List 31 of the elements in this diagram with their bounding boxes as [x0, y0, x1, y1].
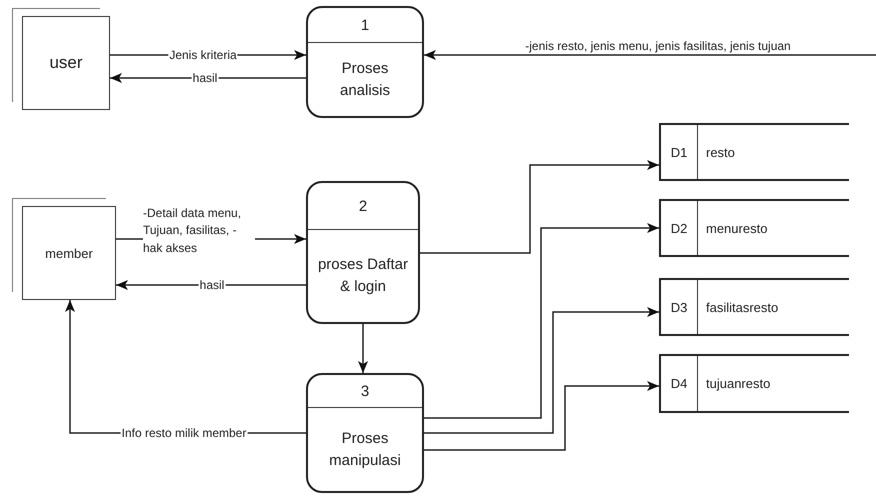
process-label: Proses analisis [338, 58, 392, 100]
store-id: D4 [661, 356, 698, 411]
store-label: tujuanresto [705, 376, 770, 391]
data-store [659, 199, 849, 257]
entity-label: user [48, 52, 84, 74]
process-label: proses Daftar & login [316, 255, 410, 297]
arrow [424, 223, 659, 419]
arrow [424, 381, 659, 451]
arrow [420, 160, 659, 254]
data-store [659, 278, 849, 336]
external-entity-box [12, 198, 116, 300]
arrow [424, 50, 876, 60]
store-label: fasilitasresto [705, 300, 778, 314]
arrow [424, 307, 659, 434]
store-id: D2 [661, 201, 698, 255]
store-label: resto [705, 144, 735, 160]
data-store [659, 354, 849, 413]
process-box [306, 373, 424, 493]
process-label: Proses manipulasi [328, 428, 402, 470]
store-id: D3 [661, 280, 698, 334]
data-store [659, 123, 849, 181]
process-box [306, 6, 424, 118]
process-number: 2 [308, 183, 418, 230]
store-id: D1 [661, 125, 698, 179]
store-label: menuresto [705, 220, 768, 236]
process-number: 3 [308, 375, 422, 408]
process-box [306, 181, 420, 324]
entity-label: member [44, 244, 94, 262]
external-entity-box [12, 8, 110, 110]
arrow [358, 324, 368, 373]
process-number: 1 [308, 8, 422, 43]
